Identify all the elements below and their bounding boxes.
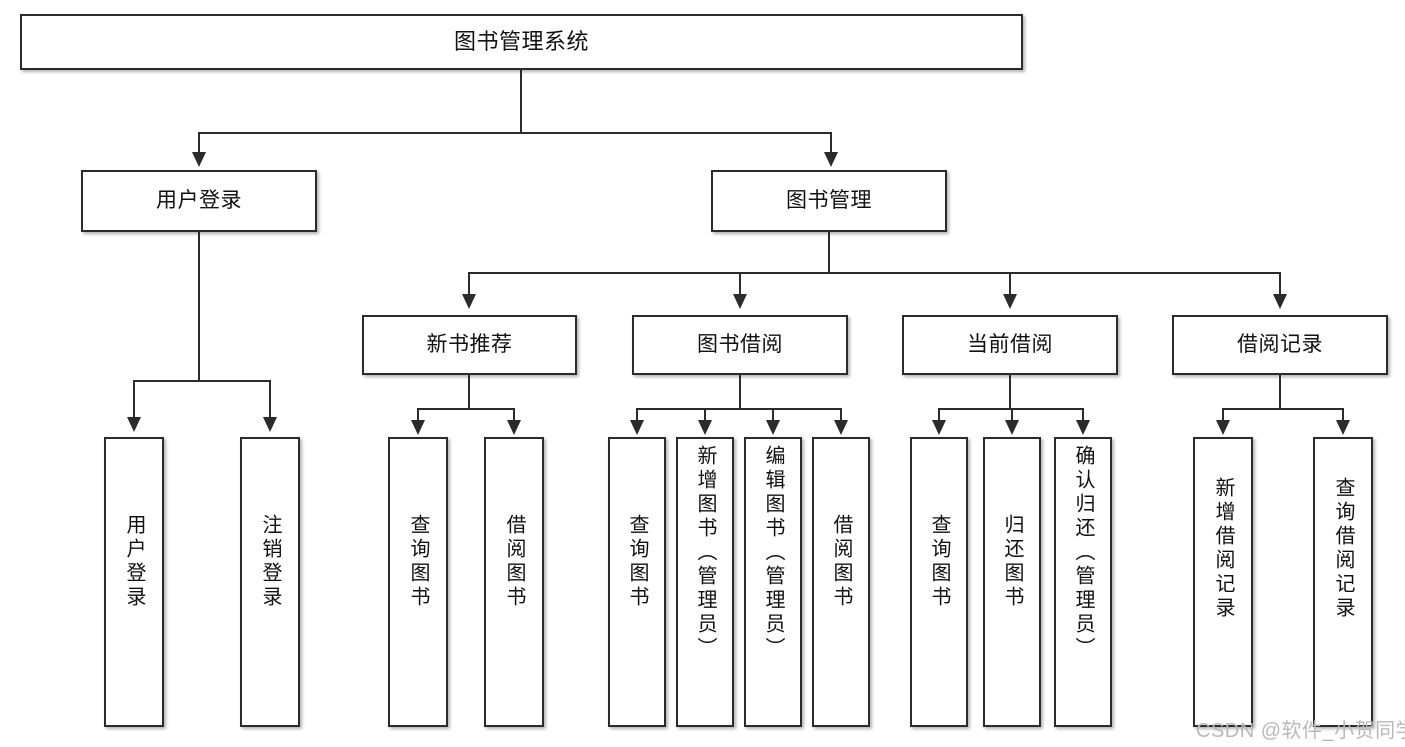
node-label: 用户登录: [156, 188, 242, 212]
connector-current-borrow-drop-2: [1011, 408, 1013, 422]
node-current-borrowing[interactable]: 当前借阅: [902, 315, 1118, 375]
connector-root-stem: [520, 70, 522, 132]
arrowhead-leaf-borrow-book-2: [834, 420, 848, 435]
node-leaf-query-book-new-rec[interactable]: 查询图书: [388, 437, 448, 727]
connector-book-borrow-drop-1: [636, 408, 638, 422]
node-book-borrowing[interactable]: 图书借阅: [632, 315, 848, 375]
arrowhead-leaf-add-book: [698, 420, 712, 435]
node-leaf-query-book-current[interactable]: 查询图书: [910, 437, 968, 727]
node-leaf-borrow-book-new-rec[interactable]: 借阅图书: [484, 437, 544, 727]
connector-root-to-user-login: [198, 132, 200, 154]
node-label: 借阅图书: [830, 514, 852, 610]
arrowhead-new-book-rec: [462, 294, 476, 309]
watermark-csdn: CSDN @软件_小贺同学: [1196, 720, 1405, 742]
node-label: 当前借阅: [967, 332, 1053, 356]
connector-book-borrow-bus: [636, 408, 842, 410]
node-label: 新书推荐: [426, 332, 513, 356]
node-book-management[interactable]: 图书管理: [711, 170, 947, 232]
arrowhead-leaf-return-book: [1005, 420, 1019, 435]
connector-user-login-bus: [133, 380, 270, 382]
connector-book-borrow-drop-3: [772, 408, 774, 422]
node-label: 新增借阅记录: [1212, 477, 1234, 621]
connector-new-book-rec-stem: [468, 375, 470, 408]
arrowhead-leaf-user-login: [127, 417, 141, 432]
arrowhead-book-manage: [824, 152, 838, 167]
connector-book-borrow-drop-2: [704, 408, 706, 422]
connector-borrow-record-stem: [1279, 375, 1281, 408]
node-new-book-recommendation[interactable]: 新书推荐: [362, 315, 577, 375]
node-root-book-management-system[interactable]: 图书管理系统: [20, 14, 1023, 70]
connector-current-borrow-drop-3: [1082, 408, 1084, 422]
connector-new-book-rec-drop-2: [513, 408, 515, 422]
node-label: 查询图书: [928, 514, 950, 610]
arrowhead-user-login: [192, 152, 206, 167]
connector-drop-borrow-record: [1279, 272, 1281, 296]
node-leaf-logout[interactable]: 注销登录: [240, 437, 300, 727]
arrowhead-leaf-logout: [263, 417, 277, 432]
connector-drop-book-borrow: [739, 272, 741, 296]
connector-book-borrow-drop-4: [840, 408, 842, 422]
connector-root-to-book-manage: [830, 132, 832, 154]
arrowhead-current-borrow: [1003, 294, 1017, 309]
node-label: 编辑图书（管理员）: [762, 445, 784, 661]
connector-borrow-record-bus: [1222, 408, 1344, 410]
connector-current-borrow-stem: [1009, 375, 1011, 408]
node-label: 用户登录: [123, 514, 145, 610]
connector-book-manage-stem: [828, 232, 830, 272]
connector-new-book-rec-bus: [417, 408, 515, 410]
connector-user-login-drop-2: [269, 380, 271, 419]
node-label: 图书管理系统: [453, 29, 589, 55]
connector-drop-current-borrow: [1009, 272, 1011, 296]
arrowhead-leaf-query-book-3: [932, 420, 946, 435]
node-leaf-query-book-borrow[interactable]: 查询图书: [608, 437, 666, 727]
connector-drop-new-book-rec: [468, 272, 470, 296]
arrowhead-leaf-borrow-book-1: [507, 420, 521, 435]
node-label: 确认归还（管理员）: [1072, 445, 1094, 661]
connector-root-bus: [198, 132, 832, 134]
arrowhead-book-borrow: [733, 294, 747, 309]
connector-new-book-rec-drop-1: [417, 408, 419, 422]
node-leaf-user-login[interactable]: 用户登录: [104, 437, 164, 727]
arrowhead-borrow-record: [1273, 294, 1287, 309]
node-leaf-confirm-return-admin[interactable]: 确认归还（管理员）: [1054, 437, 1112, 727]
arrowhead-leaf-confirm-return: [1076, 420, 1090, 435]
node-leaf-query-borrow-record[interactable]: 查询借阅记录: [1313, 437, 1373, 727]
node-label: 借阅记录: [1237, 332, 1323, 356]
arrowhead-leaf-query-book-2: [630, 420, 644, 435]
node-leaf-edit-book-admin[interactable]: 编辑图书（管理员）: [744, 437, 802, 727]
node-leaf-add-borrow-record[interactable]: 新增借阅记录: [1193, 437, 1253, 727]
arrowhead-leaf-add-record: [1216, 420, 1230, 435]
arrowhead-leaf-query-record: [1336, 420, 1350, 435]
node-leaf-borrow-book-borrow[interactable]: 借阅图书: [812, 437, 870, 727]
connector-book-borrow-stem: [739, 375, 741, 408]
connector-borrow-record-drop-1: [1222, 408, 1224, 422]
connector-user-login-drop-1: [133, 380, 135, 419]
node-leaf-add-book-admin[interactable]: 新增图书（管理员）: [676, 437, 734, 727]
node-leaf-return-book[interactable]: 归还图书: [983, 437, 1041, 727]
node-borrowing-record[interactable]: 借阅记录: [1172, 315, 1388, 375]
node-label: 借阅图书: [503, 514, 525, 610]
node-label: 新增图书（管理员）: [694, 445, 716, 661]
connector-user-login-stem: [198, 232, 200, 380]
node-label: 查询借阅记录: [1332, 477, 1354, 621]
node-user-login[interactable]: 用户登录: [81, 170, 317, 232]
node-label: 归还图书: [1001, 514, 1023, 610]
node-label: 查询图书: [407, 514, 429, 610]
connector-current-borrow-drop-1: [938, 408, 940, 422]
arrowhead-leaf-query-book-1: [411, 420, 425, 435]
node-label: 图书管理: [786, 188, 872, 212]
node-label: 查询图书: [626, 514, 648, 610]
connector-level3-bus: [468, 272, 1280, 274]
node-label: 注销登录: [259, 514, 281, 610]
arrowhead-leaf-edit-book: [766, 420, 780, 435]
connector-borrow-record-drop-2: [1342, 408, 1344, 422]
node-label: 图书借阅: [697, 332, 783, 356]
